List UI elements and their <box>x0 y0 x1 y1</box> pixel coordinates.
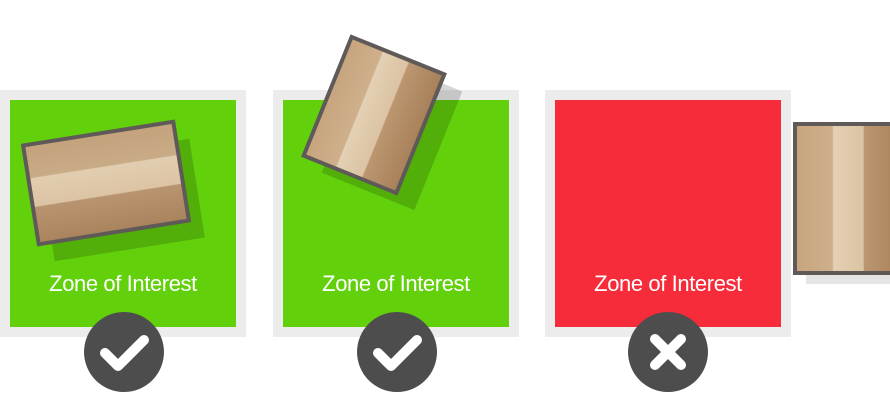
zone-of-interest-3: Zone of Interest <box>555 100 781 327</box>
cross-icon <box>627 311 709 393</box>
zone-1-label: Zone of Interest <box>10 271 236 297</box>
zone-of-interest-1: Zone of Interest <box>10 100 236 327</box>
zone-1-status-badge <box>83 311 165 393</box>
zone-3-status-badge <box>627 311 709 393</box>
box-3-shadow <box>806 134 890 284</box>
zone-3-label: Zone of Interest <box>555 271 781 297</box>
zone-of-interest-2: Zone of Interest <box>283 100 509 327</box>
zone-2-label: Zone of Interest <box>283 271 509 297</box>
check-icon <box>83 311 165 393</box>
zone-2-status-badge <box>356 311 438 393</box>
box-3 <box>795 124 890 273</box>
check-icon <box>356 311 438 393</box>
